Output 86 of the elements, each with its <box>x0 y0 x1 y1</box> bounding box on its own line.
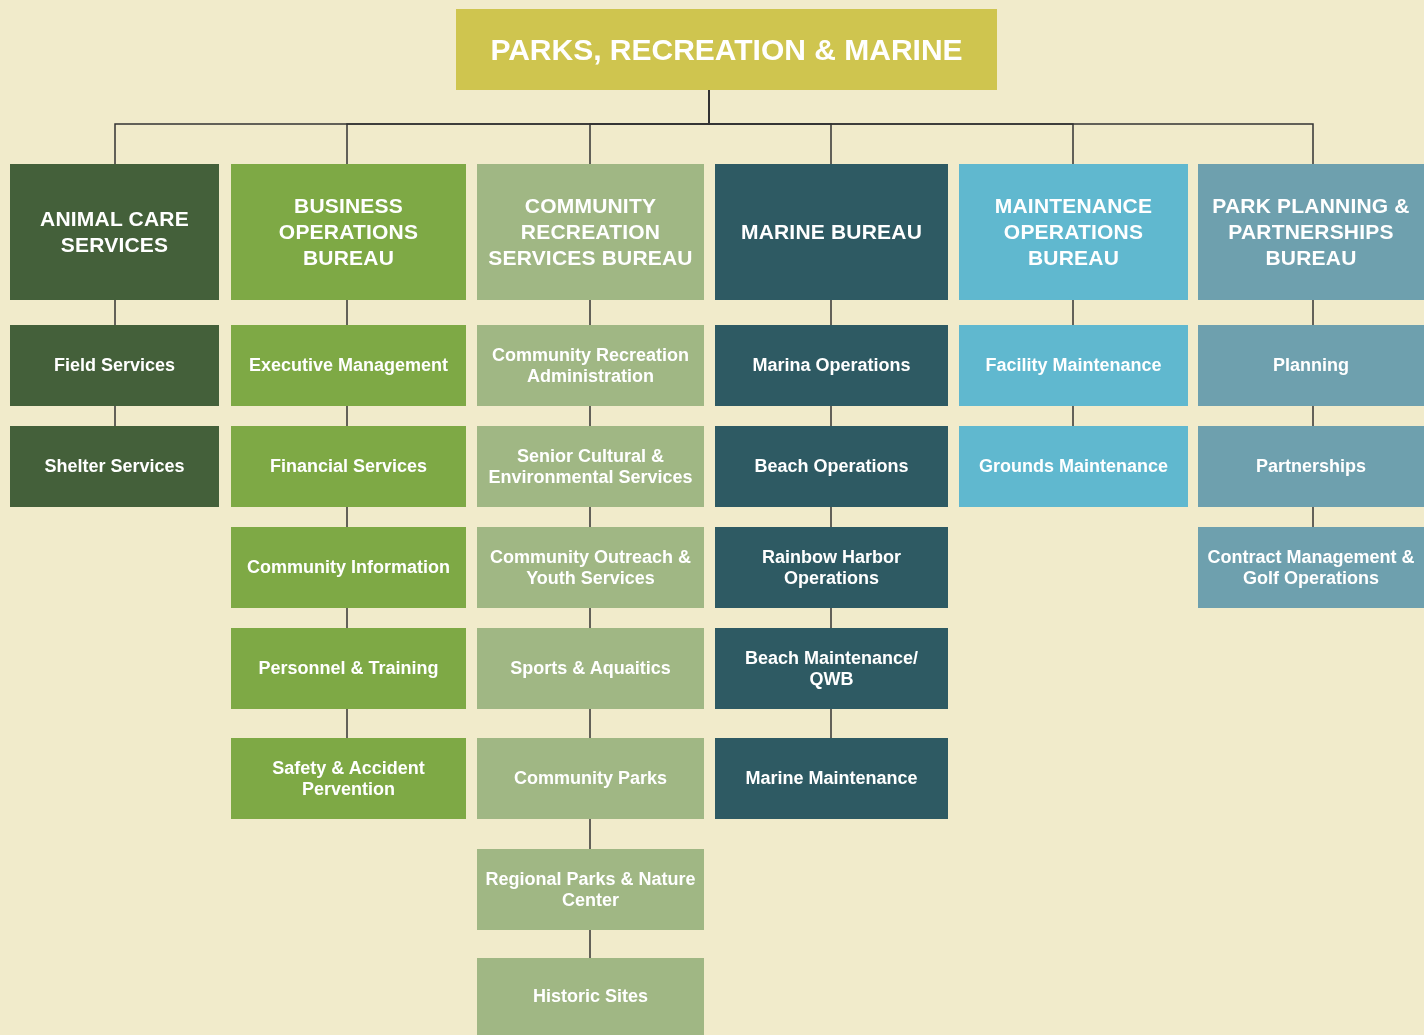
division-box <box>477 325 704 406</box>
division-name: Safety & Accident Pervention <box>271 757 426 800</box>
bureau-box <box>1198 164 1424 300</box>
division-box <box>477 849 704 930</box>
division-name: Shelter Services <box>44 456 185 477</box>
division-name: Rainbow Harbor Operations <box>761 546 902 589</box>
division-name: Senior Cultural & Environmental Services <box>487 445 694 488</box>
division-name: Marina Operations <box>752 355 911 376</box>
division-name: Executive Management <box>248 355 449 376</box>
division-name: Community Outreach & Youth Services <box>489 546 692 589</box>
connector-line <box>114 299 116 326</box>
division-name: Community Information <box>247 557 450 578</box>
title-text: PARKS, RECREATION & MARINE <box>490 32 963 67</box>
division-box <box>231 527 466 608</box>
connector-line <box>1072 299 1074 326</box>
division-box <box>477 426 704 507</box>
division-name: Community Recreation Administration <box>490 344 690 387</box>
connector-line <box>1072 405 1074 427</box>
division-box <box>231 738 466 819</box>
title-box <box>456 9 997 90</box>
division-name: Personnel & Training <box>258 658 439 679</box>
bureau-name: COMMUNITY RECREATION SERVICES BUREAU <box>487 193 694 271</box>
connector-line <box>589 607 591 629</box>
connector-line <box>1312 506 1314 528</box>
connector-line <box>346 405 348 427</box>
division-name: Beach Operations <box>754 456 909 477</box>
division-box <box>1198 426 1424 507</box>
division-name: Planning <box>1273 355 1349 376</box>
bureau-box <box>715 164 948 300</box>
connector-line <box>346 708 348 739</box>
division-name: Contract Management & Golf Operations <box>1206 546 1416 589</box>
division-name: Grounds Maintenance <box>979 456 1168 477</box>
division-box <box>477 628 704 709</box>
connector-line <box>589 929 591 959</box>
division-box <box>959 426 1188 507</box>
connector-line <box>589 405 591 427</box>
bureau-name: BUSINESS OPERATIONS BUREAU <box>277 193 420 271</box>
division-box <box>231 426 466 507</box>
division-name: Financial Services <box>269 456 428 477</box>
connector-line <box>114 405 116 427</box>
division-name: Marine Maintenance <box>745 768 918 789</box>
connector-line <box>589 708 591 739</box>
division-box <box>231 325 466 406</box>
bureau-box <box>10 164 219 300</box>
bureau-box <box>231 164 466 300</box>
bureau-name: MARINE BUREAU <box>740 219 923 245</box>
division-box <box>1198 325 1424 406</box>
connector-line <box>346 299 348 326</box>
connector-line <box>589 506 591 528</box>
division-box <box>715 738 948 819</box>
connector-line <box>830 708 832 739</box>
division-box <box>477 527 704 608</box>
division-box <box>10 426 219 507</box>
division-name: Regional Parks & Nature Center <box>484 868 697 911</box>
division-box <box>959 325 1188 406</box>
bureau-name: MAINTENANCE OPERATIONS BUREAU <box>993 193 1154 271</box>
division-box <box>715 628 948 709</box>
connector-line <box>1312 299 1314 326</box>
connector-line <box>830 299 832 326</box>
bureau-name: PARK PLANNING & PARTNERSHIPS BUREAU <box>1211 193 1411 271</box>
division-name: Field Services <box>53 355 176 376</box>
division-box <box>715 325 948 406</box>
connector-line <box>346 607 348 629</box>
bureau-name: ANIMAL CARE SERVICES <box>39 206 190 258</box>
connector-line <box>589 818 591 850</box>
division-box <box>477 738 704 819</box>
division-box <box>715 426 948 507</box>
division-box <box>231 628 466 709</box>
division-name: Community Parks <box>513 768 667 789</box>
division-box <box>477 958 704 1035</box>
division-name: Sports & Aquaitics <box>510 658 671 679</box>
division-box <box>10 325 219 406</box>
division-name: Partnerships <box>1255 456 1366 477</box>
division-name: Historic Sites <box>532 986 648 1007</box>
division-box <box>1198 527 1424 608</box>
connector-line <box>589 299 591 326</box>
connector-line <box>1312 405 1314 427</box>
connector-line <box>830 607 832 629</box>
connector-line <box>830 506 832 528</box>
division-name: Beach Maintenance/ QWB <box>743 647 920 690</box>
division-name: Facility Maintenance <box>985 355 1162 376</box>
connector-line <box>830 405 832 427</box>
bureau-box <box>959 164 1188 300</box>
division-box <box>715 527 948 608</box>
connector-line <box>346 506 348 528</box>
bureau-box <box>477 164 704 300</box>
